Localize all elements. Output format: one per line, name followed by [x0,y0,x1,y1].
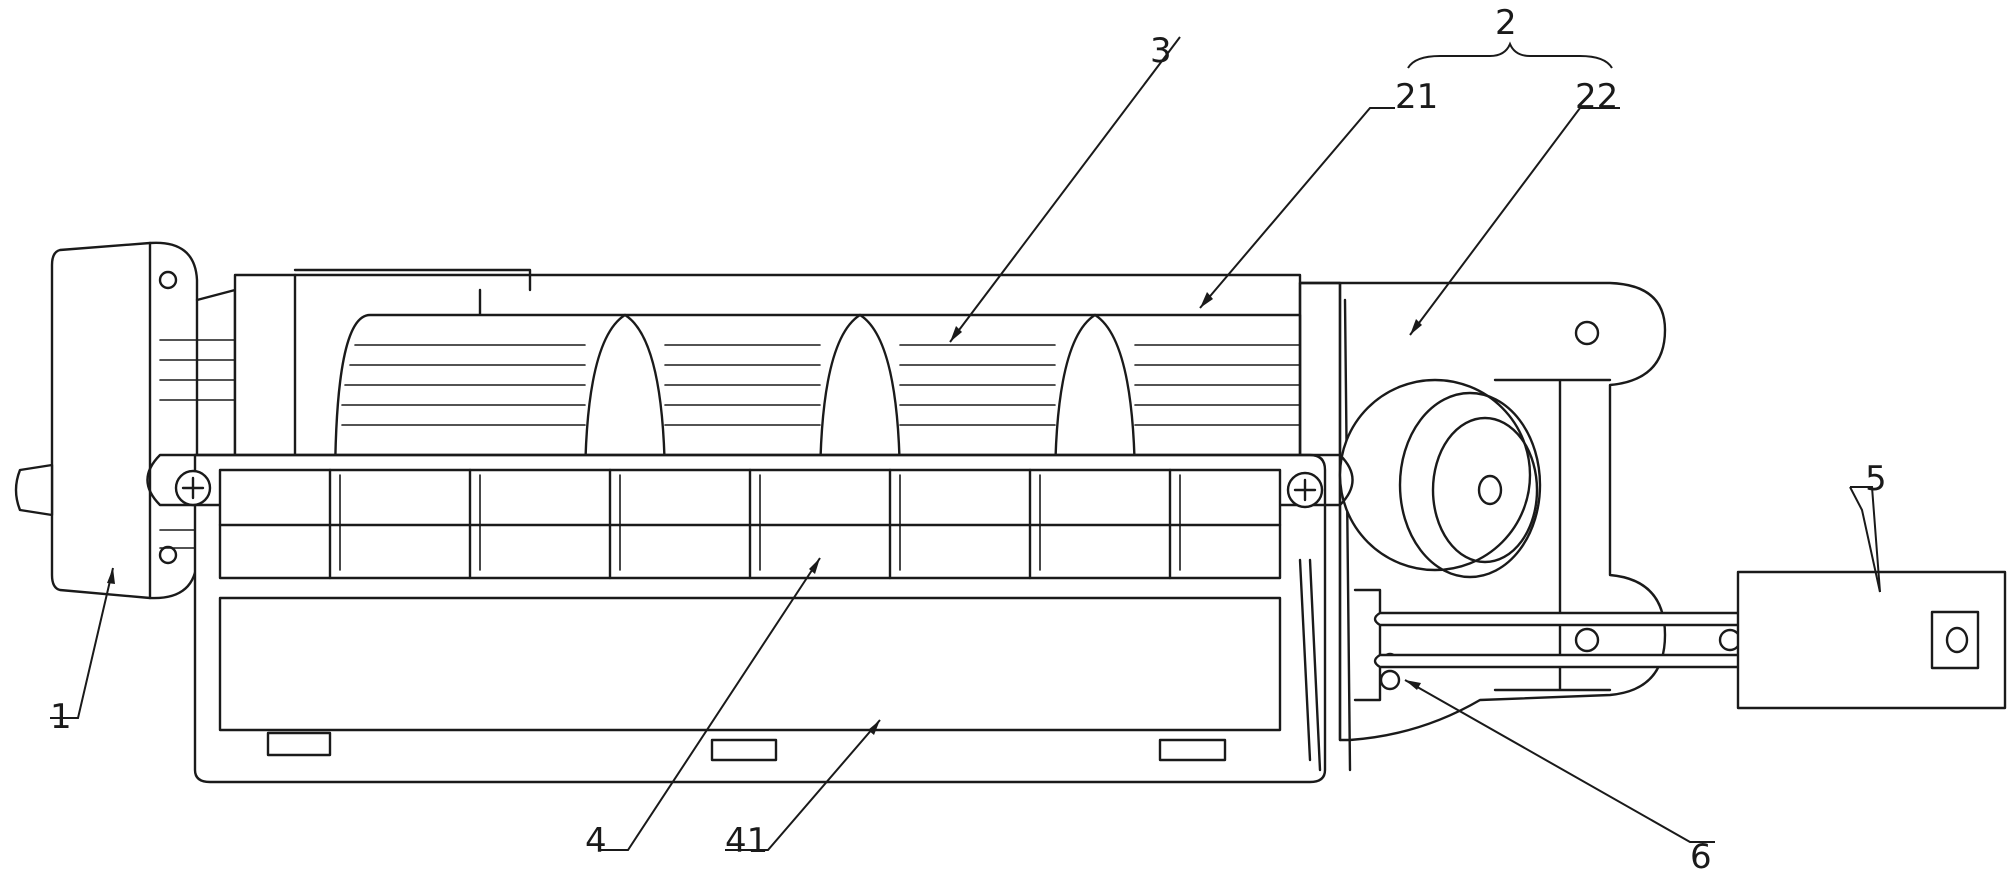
label-part-3: 3 [1150,31,1172,71]
bearing-bracket [1300,283,1665,775]
label-part-6: 6 [1690,837,1712,877]
label-part-41: 41 [725,821,768,861]
label-part-21: 21 [1395,77,1438,117]
label-part-2: 2 [1495,3,1517,43]
label-part-5: 5 [1865,459,1887,499]
label-part-1: 1 [50,697,72,737]
label-part-4: 4 [585,821,607,861]
group-brace-2 [1408,44,1612,68]
front-grille [148,455,1353,782]
label-part-22: 22 [1575,77,1618,117]
